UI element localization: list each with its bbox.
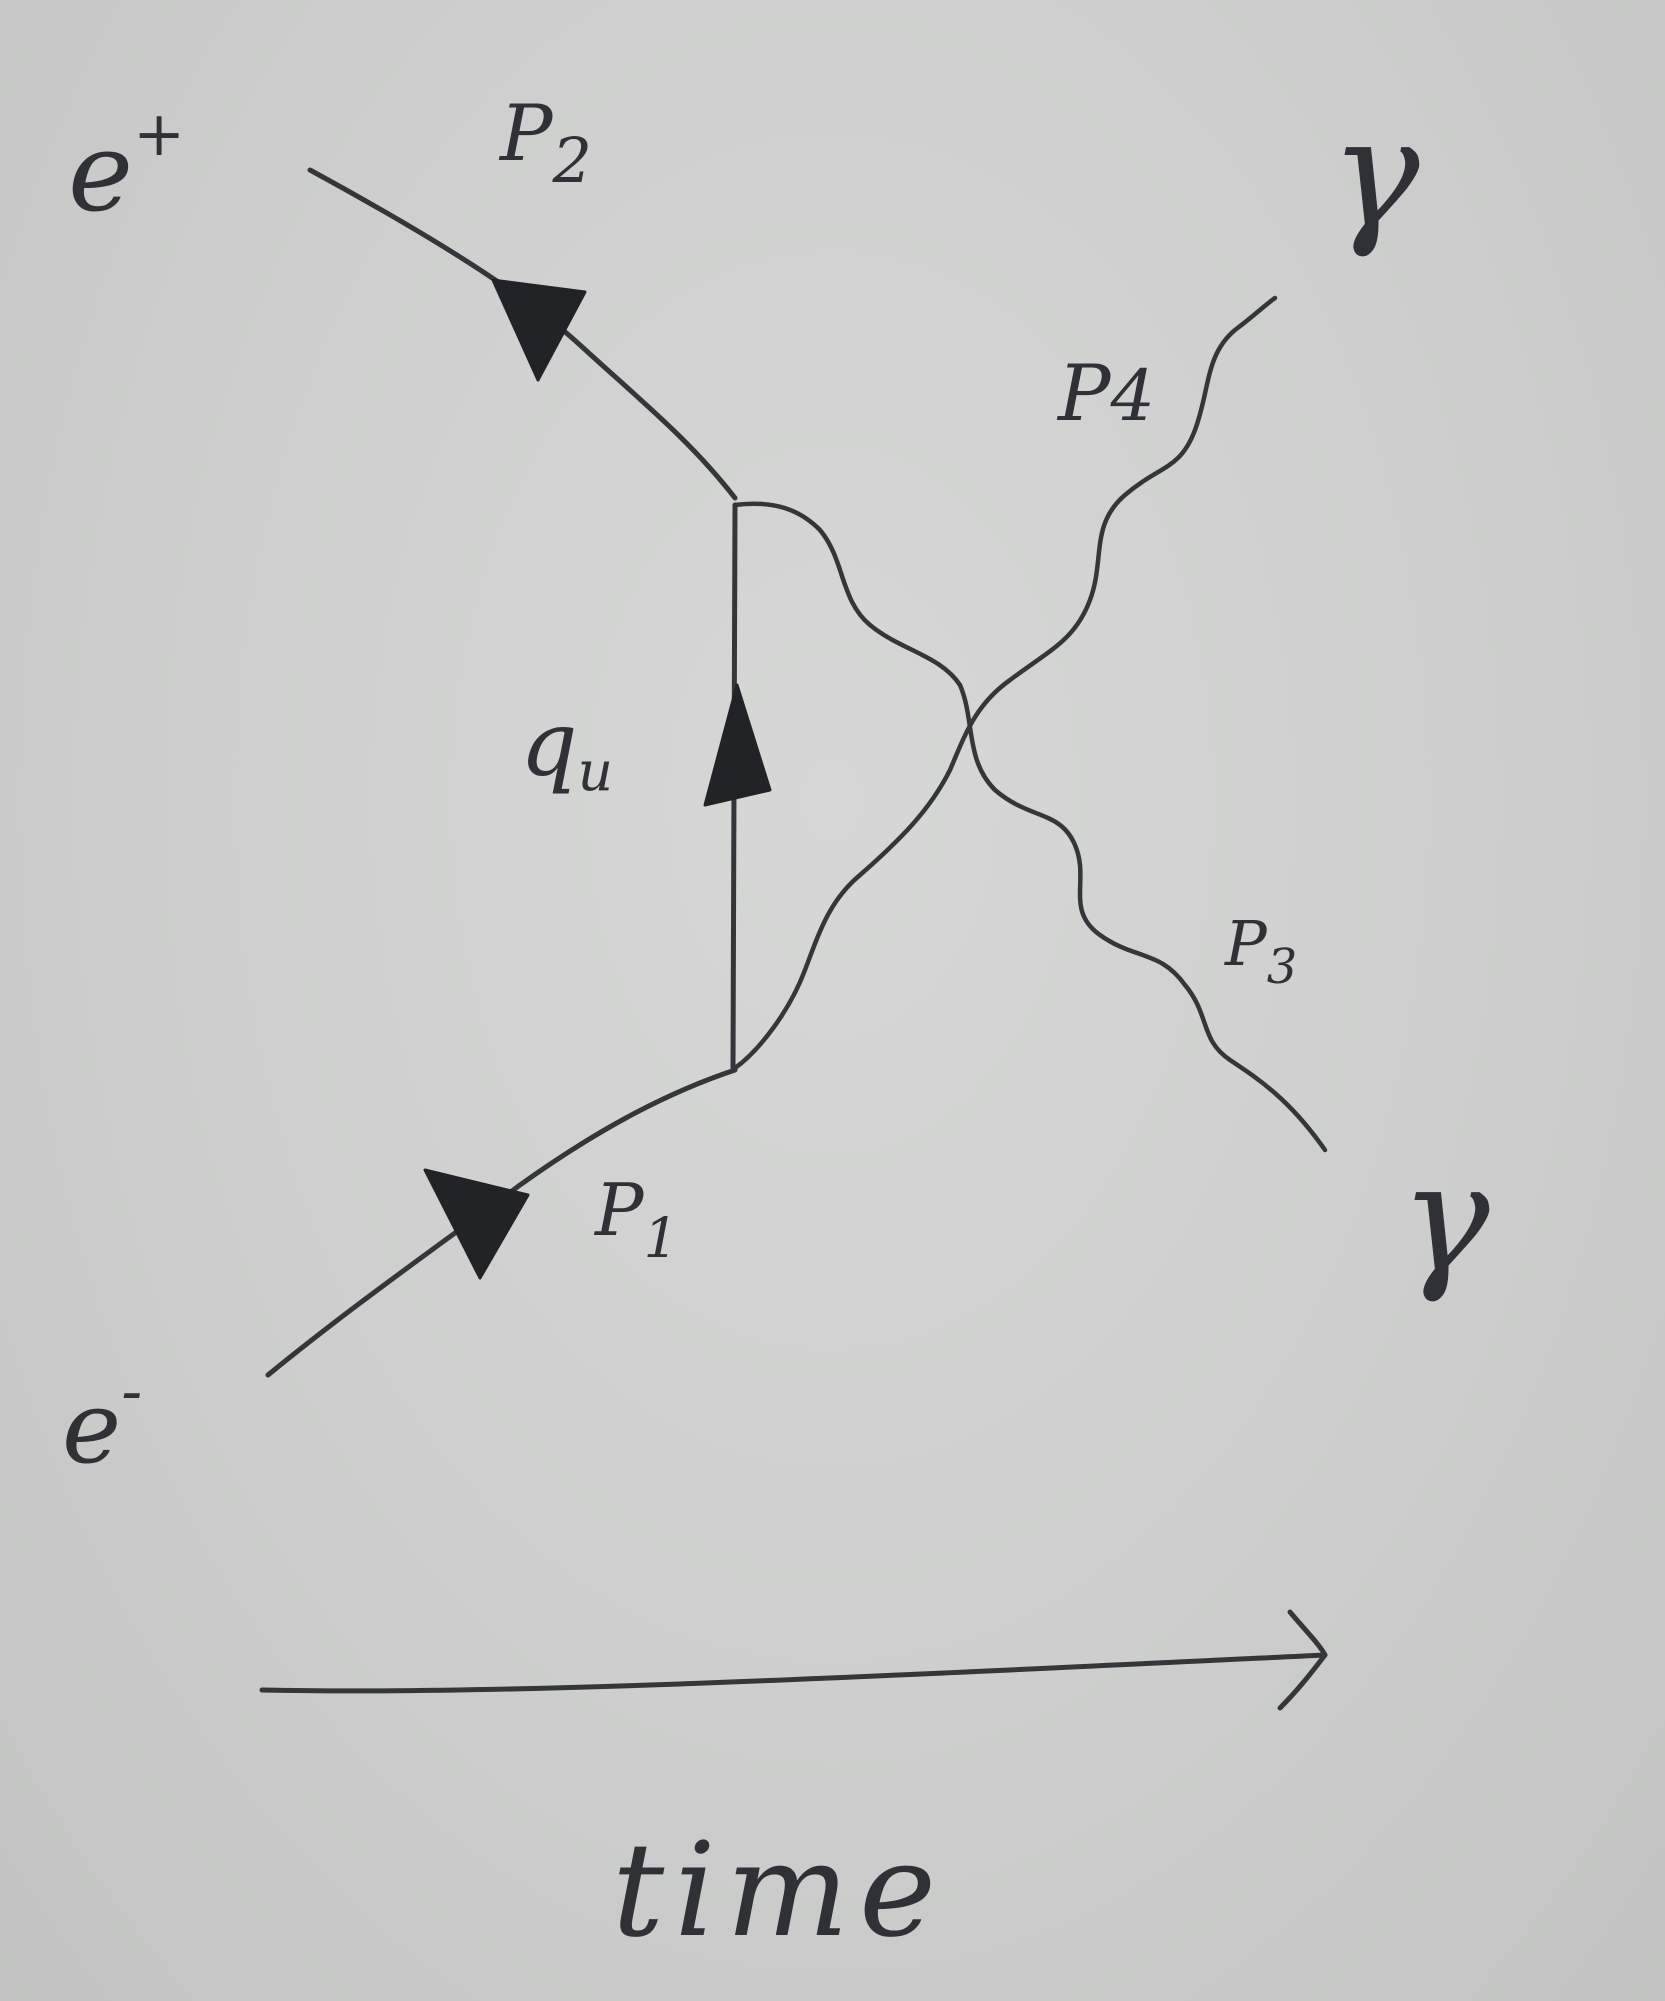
label-p3: P3 [1224, 907, 1297, 995]
label-electron: e- [62, 1354, 142, 1486]
label-p2: P2 [498, 89, 592, 197]
label-p4: P4 [1056, 349, 1155, 439]
positron-arrow [491, 278, 587, 382]
time-axis-line [259, 1652, 1328, 1694]
label-p1: P1 [593, 1168, 678, 1270]
time-axis-label: time [612, 1814, 946, 1966]
photon-p3-line [732, 501, 1328, 1153]
propagator-arrow [703, 683, 772, 807]
positron-line [307, 167, 738, 501]
label-photon-bottom: γ [1400, 1132, 1490, 1306]
label-positron: e+ [68, 97, 185, 236]
electron-line [265, 1067, 738, 1378]
time-axis-arrowhead [1277, 1609, 1328, 1711]
photon-p4-line [732, 295, 1278, 1071]
electron-arrow [423, 1168, 530, 1280]
label-photon-top: γ [1330, 87, 1420, 261]
label-q: qu [520, 692, 613, 803]
